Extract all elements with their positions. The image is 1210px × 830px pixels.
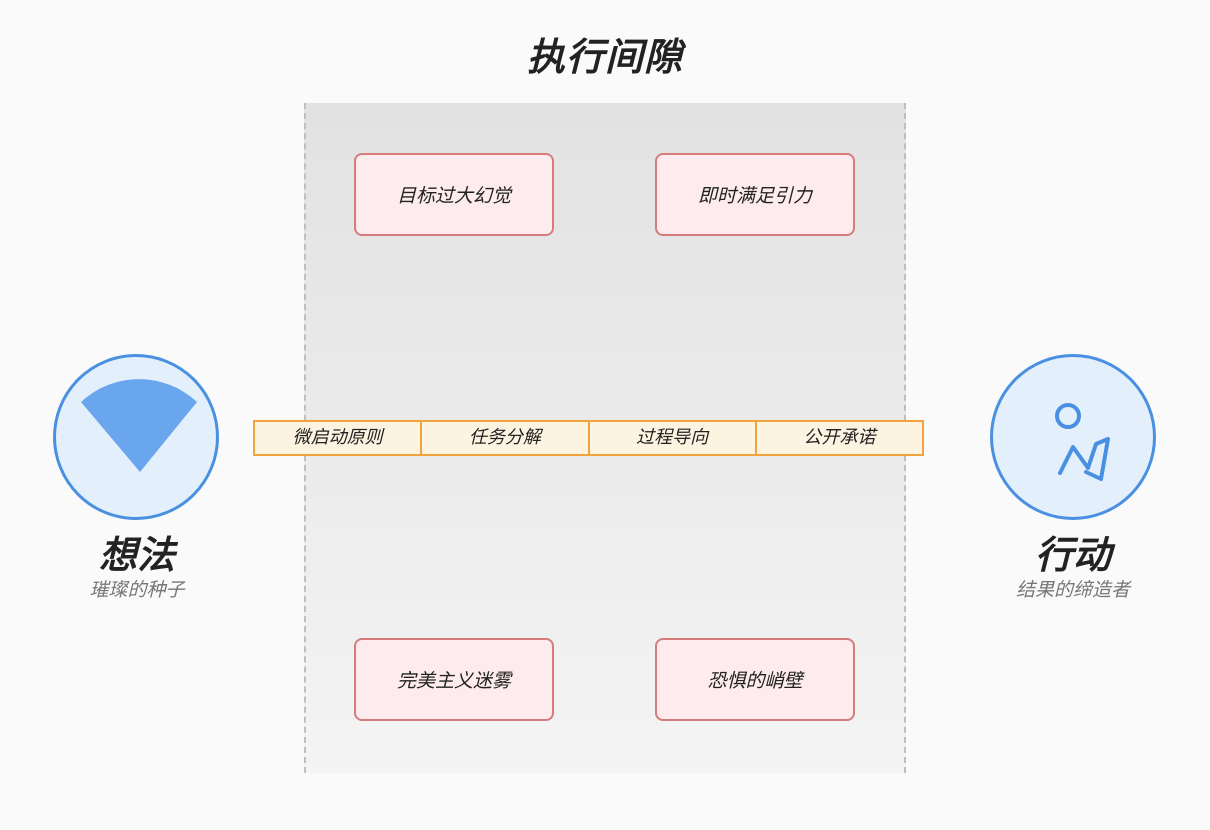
obstacle-box: 目标过大幻觉 bbox=[354, 153, 554, 236]
obstacle-box: 恐惧的峭壁 bbox=[655, 638, 855, 721]
lightbulb-wedge-icon bbox=[81, 379, 197, 472]
diagram-title: 执行间隙 bbox=[526, 35, 683, 79]
bridge: 微启动原则 任务分解 过程导向 公开承诺 bbox=[253, 420, 924, 456]
running-person-icon bbox=[1055, 403, 1110, 481]
bridge-plank: 任务分解 bbox=[420, 420, 590, 456]
idea-label: 想法 bbox=[98, 533, 175, 577]
idea-node bbox=[53, 354, 219, 520]
bridge-plank: 微启动原则 bbox=[253, 420, 423, 456]
bridge-plank: 公开承诺 bbox=[754, 420, 924, 456]
obstacle-box: 完美主义迷雾 bbox=[354, 638, 554, 721]
action-node bbox=[990, 354, 1156, 520]
bridge-plank: 过程导向 bbox=[587, 420, 757, 456]
idea-subtitle: 璀璨的种子 bbox=[89, 579, 185, 601]
obstacle-box: 即时满足引力 bbox=[655, 153, 855, 236]
action-label: 行动 bbox=[1034, 533, 1111, 577]
action-subtitle: 结果的缔造者 bbox=[1015, 579, 1130, 601]
